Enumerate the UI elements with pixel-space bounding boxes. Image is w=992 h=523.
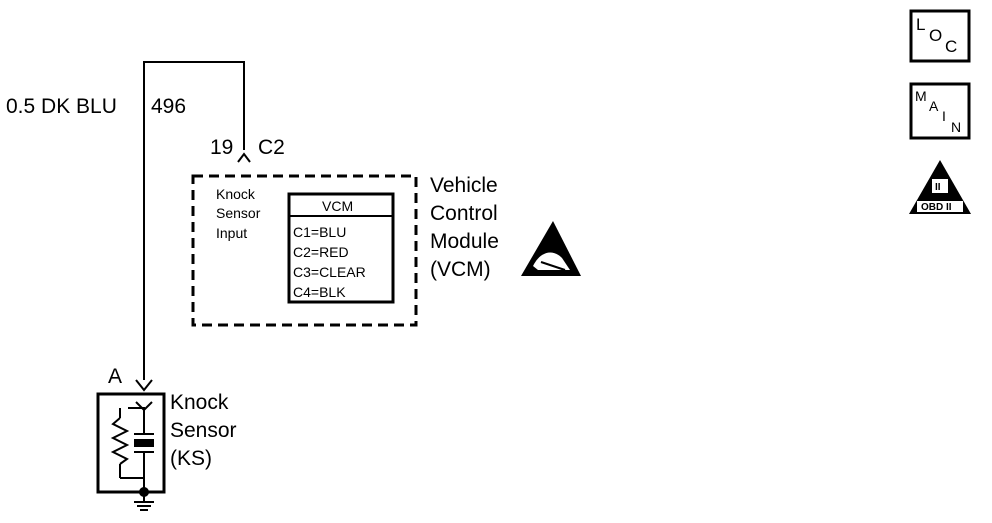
connector-id: C2 xyxy=(258,136,285,159)
connector-symbol xyxy=(237,152,251,163)
ground-icon xyxy=(134,492,154,511)
main-letter-a: A xyxy=(929,98,939,114)
vcm-name-3: Module xyxy=(430,230,499,253)
main-letter-n: N xyxy=(951,119,961,135)
vcm-name-2: Control xyxy=(430,202,498,225)
wire-496 xyxy=(143,61,245,380)
loc-letter-l: L xyxy=(916,15,925,34)
obd-ii-icon[interactable]: II OBD II xyxy=(909,160,971,214)
loc-icon[interactable]: L O C xyxy=(909,9,971,63)
main-letter-i: I xyxy=(942,108,946,124)
vcm-connector-c2: C2=RED xyxy=(293,244,349,260)
sensor-name-1: Knock xyxy=(170,391,229,414)
vcm-connector-table: VCM C1=BLU C2=RED C3=CLEAR C4=BLK xyxy=(287,192,395,304)
vcm-connector-c4: C4=BLK xyxy=(293,284,346,300)
vcm-input-label-3: Input xyxy=(216,225,247,241)
knock-sensor-symbol xyxy=(96,392,166,497)
vcm-table-title: VCM xyxy=(322,198,353,214)
vcm-name-1: Vehicle xyxy=(430,174,498,197)
sensor-connector-symbol xyxy=(135,379,153,392)
main-letter-m: M xyxy=(915,88,927,104)
vcm-input-label-1: Knock xyxy=(216,186,256,202)
circuit-number: 496 xyxy=(151,95,186,118)
main-icon[interactable]: M A I N xyxy=(909,82,971,140)
obd-label: OBD II xyxy=(921,202,952,213)
sensor-name-3: (KS) xyxy=(170,447,212,470)
sensor-name-2: Sensor xyxy=(170,419,237,442)
sensor-terminal: A xyxy=(108,365,122,388)
vcm-name-4: (VCM) xyxy=(430,258,491,281)
vcm-connector-c3: C3=CLEAR xyxy=(293,264,366,280)
vcm-input-label-2: Sensor xyxy=(216,205,261,221)
loc-letter-c: C xyxy=(945,37,957,56)
vcm-module-box xyxy=(191,174,418,327)
connector-pin: 19 xyxy=(210,136,233,159)
vcm-connector-c1: C1=BLU xyxy=(293,224,346,240)
wire-label: 0.5 DK BLU xyxy=(6,95,117,118)
esd-sensitive-icon xyxy=(521,221,581,276)
obd-numeral: II xyxy=(935,182,941,193)
loc-letter-o: O xyxy=(929,26,942,45)
